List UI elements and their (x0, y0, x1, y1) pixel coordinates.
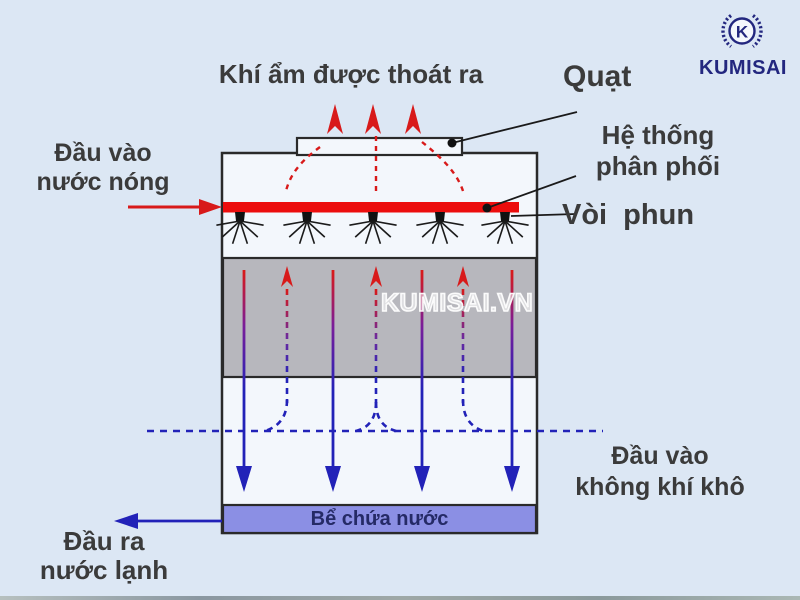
label-cold-water-outlet: Đầu ra nước lạnh (13, 527, 195, 585)
logo-monogram: K (736, 23, 749, 42)
distribution-pipe (223, 202, 519, 213)
bottom-edge-strip (0, 596, 800, 600)
label-spray-nozzle: Vòi phun (562, 199, 695, 231)
fill-media (221, 256, 538, 379)
label-cold-water-outlet-line2: nước lạnh (39, 555, 169, 585)
label-distribution-system: Hệ thống phân phối (553, 120, 763, 182)
callout-lines (447, 111, 578, 217)
moist-air-exhaust-arrows (327, 104, 421, 134)
label-distribution-line1: Hệ thống (601, 120, 715, 150)
logo-spacer (668, 6, 800, 56)
kumisai-watermark: KUMISAI.VN (380, 288, 534, 318)
plenum-air-flow-curves (284, 136, 465, 196)
label-hot-water-inlet-line1: Đầu vào (54, 139, 152, 167)
label-cold-water-outlet-line1: Đầu ra (63, 526, 145, 556)
label-hot-water-inlet: Đầu vào nước nóng (16, 139, 190, 197)
kumisai-logo-icon: K (721, 14, 763, 48)
logo-brand-name: KUMISAI (699, 57, 787, 79)
water-tank (221, 503, 538, 535)
label-hot-water-inlet-line2: nước nóng (36, 168, 170, 196)
label-water-tank: Bể chứa nước (310, 507, 449, 530)
label-dry-air-inlet-line1: Đầu vào (611, 442, 709, 470)
label-fan: Quạt (563, 60, 632, 93)
kumisai-logo: KUMISAI (668, 6, 800, 80)
cold-water-outlet-arrow (114, 513, 222, 529)
label-dry-air-inlet-line2: không khí khô (575, 473, 745, 501)
fan-housing (295, 136, 464, 157)
label-moist-air-out: Khí ẩm được thoát ra (218, 59, 484, 89)
label-dry-air-inlet: Đầu vào không khí khô (538, 441, 782, 503)
label-distribution-line2: phân phối (595, 151, 721, 181)
hot-water-inlet-arrow (128, 199, 222, 215)
dry-air-inlet-flow-lines (147, 399, 603, 433)
